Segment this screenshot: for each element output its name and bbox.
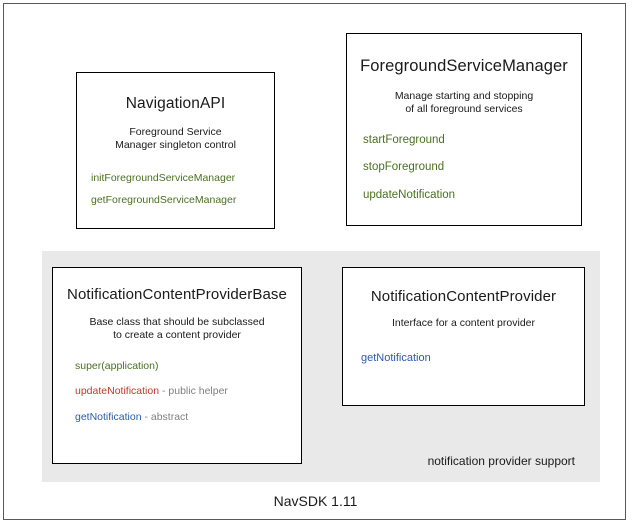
method-list: initForegroundServiceManager getForegrou…: [77, 173, 274, 206]
slide-footer-label: NavSDK 1.11: [273, 493, 358, 509]
class-description-line: Base class that should be subclassed: [89, 316, 265, 328]
method-name: stopForeground: [363, 161, 445, 174]
method-list: startForeground stopForeground updateNot…: [347, 133, 581, 202]
method-item[interactable]: updateNotification: [363, 188, 581, 202]
method-list: getNotification: [343, 353, 584, 364]
method-item[interactable]: initForegroundServiceManager: [91, 173, 274, 184]
class-box-foreground-service-manager[interactable]: ForegroundServiceManager Manage starting…: [346, 33, 582, 226]
method-item[interactable]: startForeground: [363, 133, 581, 147]
class-description-line: Manager singleton control: [115, 139, 236, 152]
method-name: getNotification: [361, 352, 431, 365]
method-list: super(application) updateNotification - …: [53, 361, 301, 423]
class-description-line: Manage starting and stopping: [394, 90, 534, 102]
method-item[interactable]: updateNotification - public helper: [75, 386, 301, 397]
class-title: NotificationContentProviderBase: [67, 286, 287, 303]
method-note: - abstract: [141, 410, 189, 423]
class-title: ForegroundServiceManager: [360, 57, 568, 75]
class-title: NotificationContentProvider: [370, 288, 557, 305]
method-name: startForeground: [363, 133, 445, 146]
method-name: initForegroundServiceManager: [91, 171, 236, 184]
class-title: NavigationAPI: [125, 95, 226, 112]
method-name: updateNotification: [363, 188, 456, 201]
method-item[interactable]: stopForeground: [363, 162, 581, 174]
method-name: updateNotification: [75, 385, 160, 398]
class-description: Manage starting and stopping of all fore…: [347, 90, 581, 117]
class-description-line: of all foreground services: [405, 103, 523, 116]
method-item[interactable]: getNotification - abstract: [75, 412, 301, 423]
method-name: getForegroundServiceManager: [91, 194, 237, 207]
method-item[interactable]: getForegroundServiceManager: [91, 195, 274, 206]
slide-frame: NavigationAPI Foreground Service Manager…: [3, 3, 626, 520]
class-description: Interface for a content provider: [343, 317, 584, 330]
method-item[interactable]: getNotification: [361, 353, 584, 364]
method-name: super(application): [75, 359, 159, 372]
class-description-line: Interface for a content provider: [392, 317, 535, 329]
class-box-notification-content-provider-base[interactable]: NotificationContentProviderBase Base cla…: [52, 267, 302, 464]
method-name: getNotification: [75, 410, 142, 423]
class-description-line: to create a content provider: [113, 329, 241, 342]
class-description: Foreground Service Manager singleton con…: [77, 126, 274, 153]
method-item[interactable]: super(application): [75, 361, 301, 372]
class-box-navigation-api[interactable]: NavigationAPI Foreground Service Manager…: [76, 72, 275, 229]
method-note: - public helper: [159, 385, 228, 398]
panel-caption: notification provider support: [427, 454, 575, 468]
class-box-notification-content-provider[interactable]: NotificationContentProvider Interface fo…: [342, 267, 585, 406]
class-description: Base class that should be subclassed to …: [53, 316, 301, 343]
class-description-line: Foreground Service: [129, 126, 222, 138]
